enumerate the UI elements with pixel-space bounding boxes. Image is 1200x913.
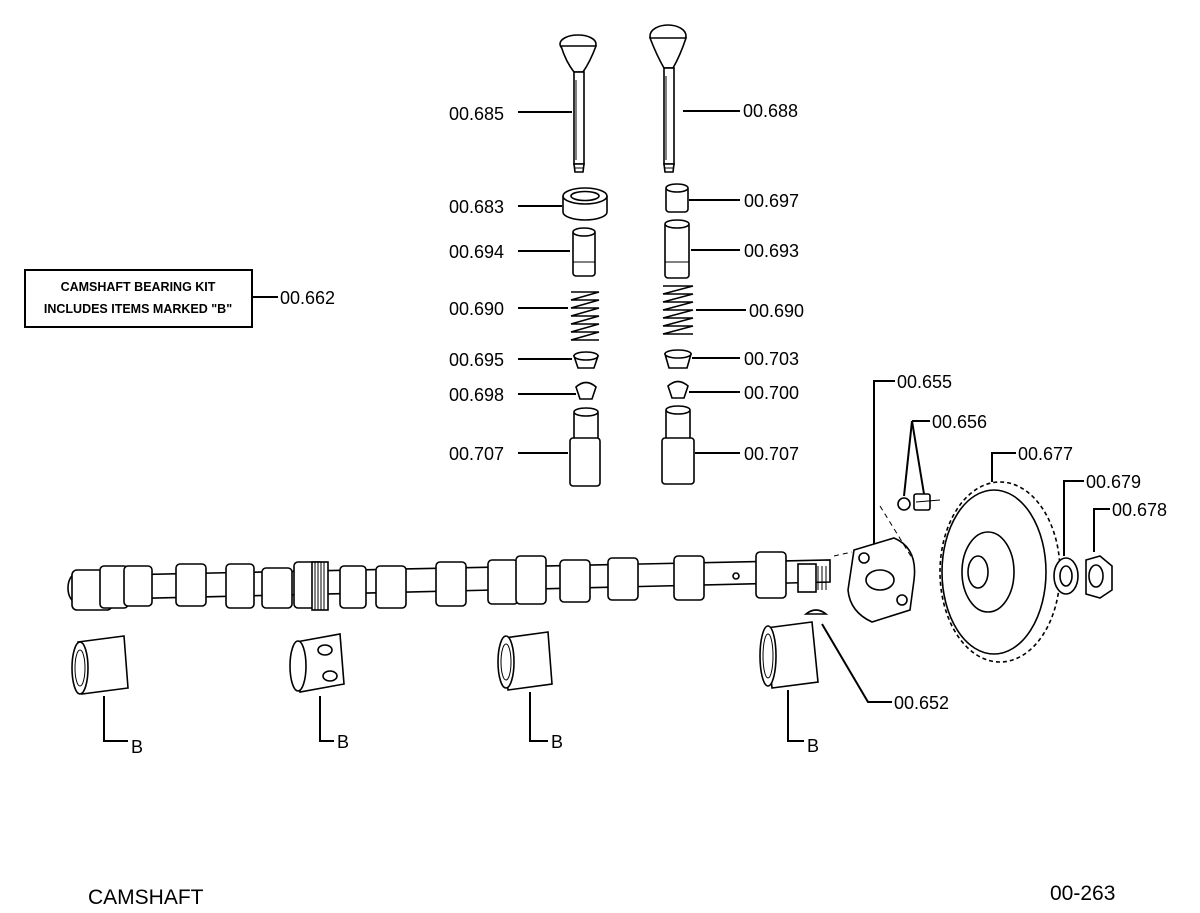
tappet — [569, 407, 601, 487]
label-00-688: 00.688 — [743, 101, 798, 121]
label-00-690-left: 00.690 — [449, 299, 504, 319]
label-00-700: 00.700 — [744, 383, 799, 403]
thrust-plate — [847, 537, 916, 623]
gear-washer — [1053, 557, 1079, 595]
camshaft — [67, 551, 831, 611]
exhaust-valve — [648, 24, 688, 173]
valve-guide-exhaust — [664, 219, 690, 279]
part-labels: 00.685 00.688 00.683 00.697 00.694 00.69… — [131, 101, 1167, 757]
valve-keeper-exhaust — [667, 380, 689, 399]
kit-line-1: CAMSHAFT BEARING KIT — [61, 280, 216, 294]
gear-nut — [1085, 555, 1113, 599]
left-valve-stack — [559, 34, 608, 487]
intake-valve — [559, 34, 598, 173]
valve-spring-exhaust — [662, 285, 694, 335]
valve-seat-ring — [562, 187, 608, 221]
label-00-693: 00.693 — [744, 241, 799, 261]
leader-lines — [103, 110, 1110, 742]
valve-keeper — [575, 381, 597, 400]
tappet-exhaust — [661, 405, 695, 485]
woodruff-key — [803, 609, 829, 615]
label-00-677: 00.677 — [1018, 444, 1073, 464]
label-bearing-b-4: B — [807, 736, 819, 756]
plate-bolts — [897, 493, 941, 511]
label-00-662: 00.662 — [280, 288, 335, 308]
label-00-694: 00.694 — [449, 242, 504, 262]
label-00-707-left: 00.707 — [449, 444, 504, 464]
label-00-695: 00.695 — [449, 350, 504, 370]
label-00-703: 00.703 — [744, 349, 799, 369]
spring-retainer — [572, 351, 600, 369]
label-00-698: 00.698 — [449, 385, 504, 405]
page-code: 00-263 — [1050, 882, 1115, 905]
label-bearing-b-1: B — [131, 737, 143, 757]
camshaft-bearing-kit-note: CAMSHAFT BEARING KIT INCLUDES ITEMS MARK… — [24, 269, 253, 328]
bearing-1 — [71, 635, 129, 695]
label-bearing-b-2: B — [337, 732, 349, 752]
page-title: CAMSHAFT — [88, 886, 204, 909]
valve-seat-insert — [665, 183, 689, 213]
bearing-3 — [497, 631, 553, 691]
label-00-683: 00.683 — [449, 197, 504, 217]
label-00-679: 00.679 — [1086, 472, 1141, 492]
label-00-690-right: 00.690 — [749, 301, 804, 321]
right-valve-stack — [648, 24, 695, 485]
bearing-4 — [759, 621, 819, 689]
label-bearing-b-3: B — [551, 732, 563, 752]
label-00-697: 00.697 — [744, 191, 799, 211]
bearing-2 — [289, 633, 345, 693]
valve-guide — [572, 227, 596, 277]
label-00-685: 00.685 — [449, 104, 504, 124]
label-00-652: 00.652 — [894, 693, 949, 713]
spring-retainer-exhaust — [663, 349, 693, 369]
valve-spring — [570, 291, 600, 341]
kit-line-2: INCLUDES ITEMS MARKED "B" — [44, 302, 232, 316]
label-00-655: 00.655 — [897, 372, 952, 392]
label-00-707-right: 00.707 — [744, 444, 799, 464]
label-00-656: 00.656 — [932, 412, 987, 432]
label-00-678: 00.678 — [1112, 500, 1167, 520]
timing-gear — [939, 481, 1061, 663]
